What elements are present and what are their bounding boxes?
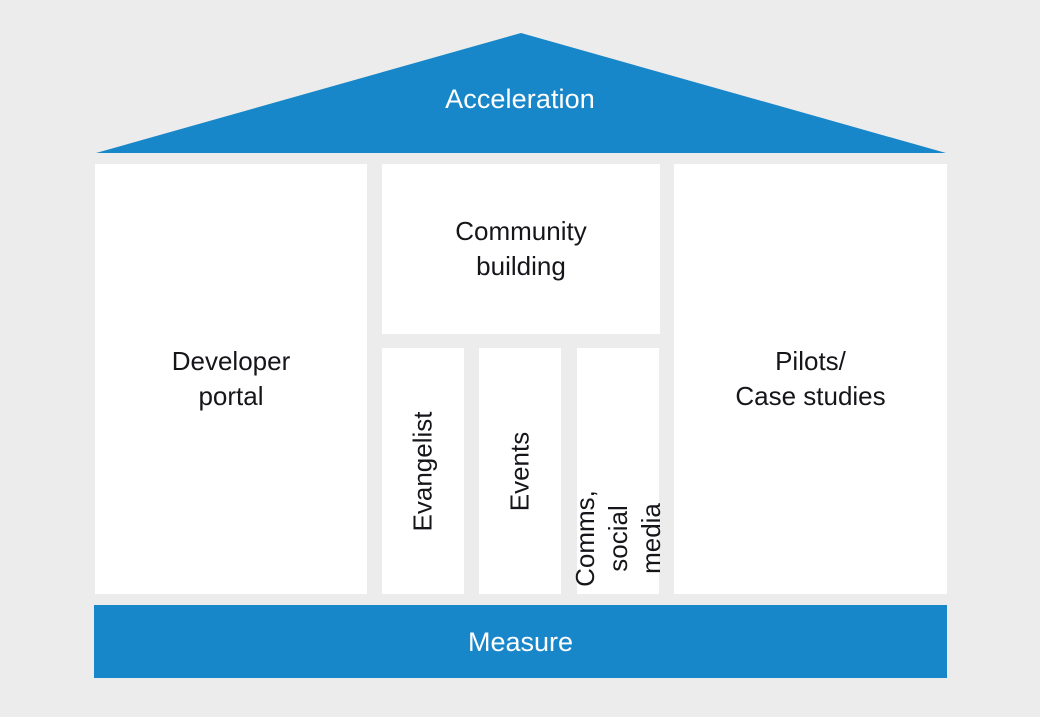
- pillar-comms-social-media[interactable]: Comms, social media: [570, 348, 666, 594]
- pillar-pilots-case-studies[interactable]: Pilots/ Case studies: [674, 164, 947, 594]
- base-bar-label: Measure: [467, 626, 574, 657]
- pillar-evangelist-label: Evangelist: [407, 411, 438, 531]
- pillar-events-label: Events: [504, 431, 535, 511]
- pillar-pilots-case-studies-label: Pilots/ Case studies: [735, 346, 886, 411]
- pillar-developer-portal-label: Developer portal: [171, 346, 291, 411]
- base-bar-measure[interactable]: Measure: [94, 605, 947, 678]
- pillar-developer-portal[interactable]: Developer portal: [95, 164, 367, 594]
- pillar-comms-social-media-label: Comms, social media: [569, 490, 666, 587]
- roof-triangle-icon: [96, 33, 946, 153]
- pillar-evangelist[interactable]: Evangelist: [382, 348, 464, 594]
- pillar-events[interactable]: Events: [479, 348, 561, 594]
- pillar-community-building-label: Community building: [455, 216, 587, 281]
- pillar-community-building[interactable]: Community building: [382, 164, 660, 334]
